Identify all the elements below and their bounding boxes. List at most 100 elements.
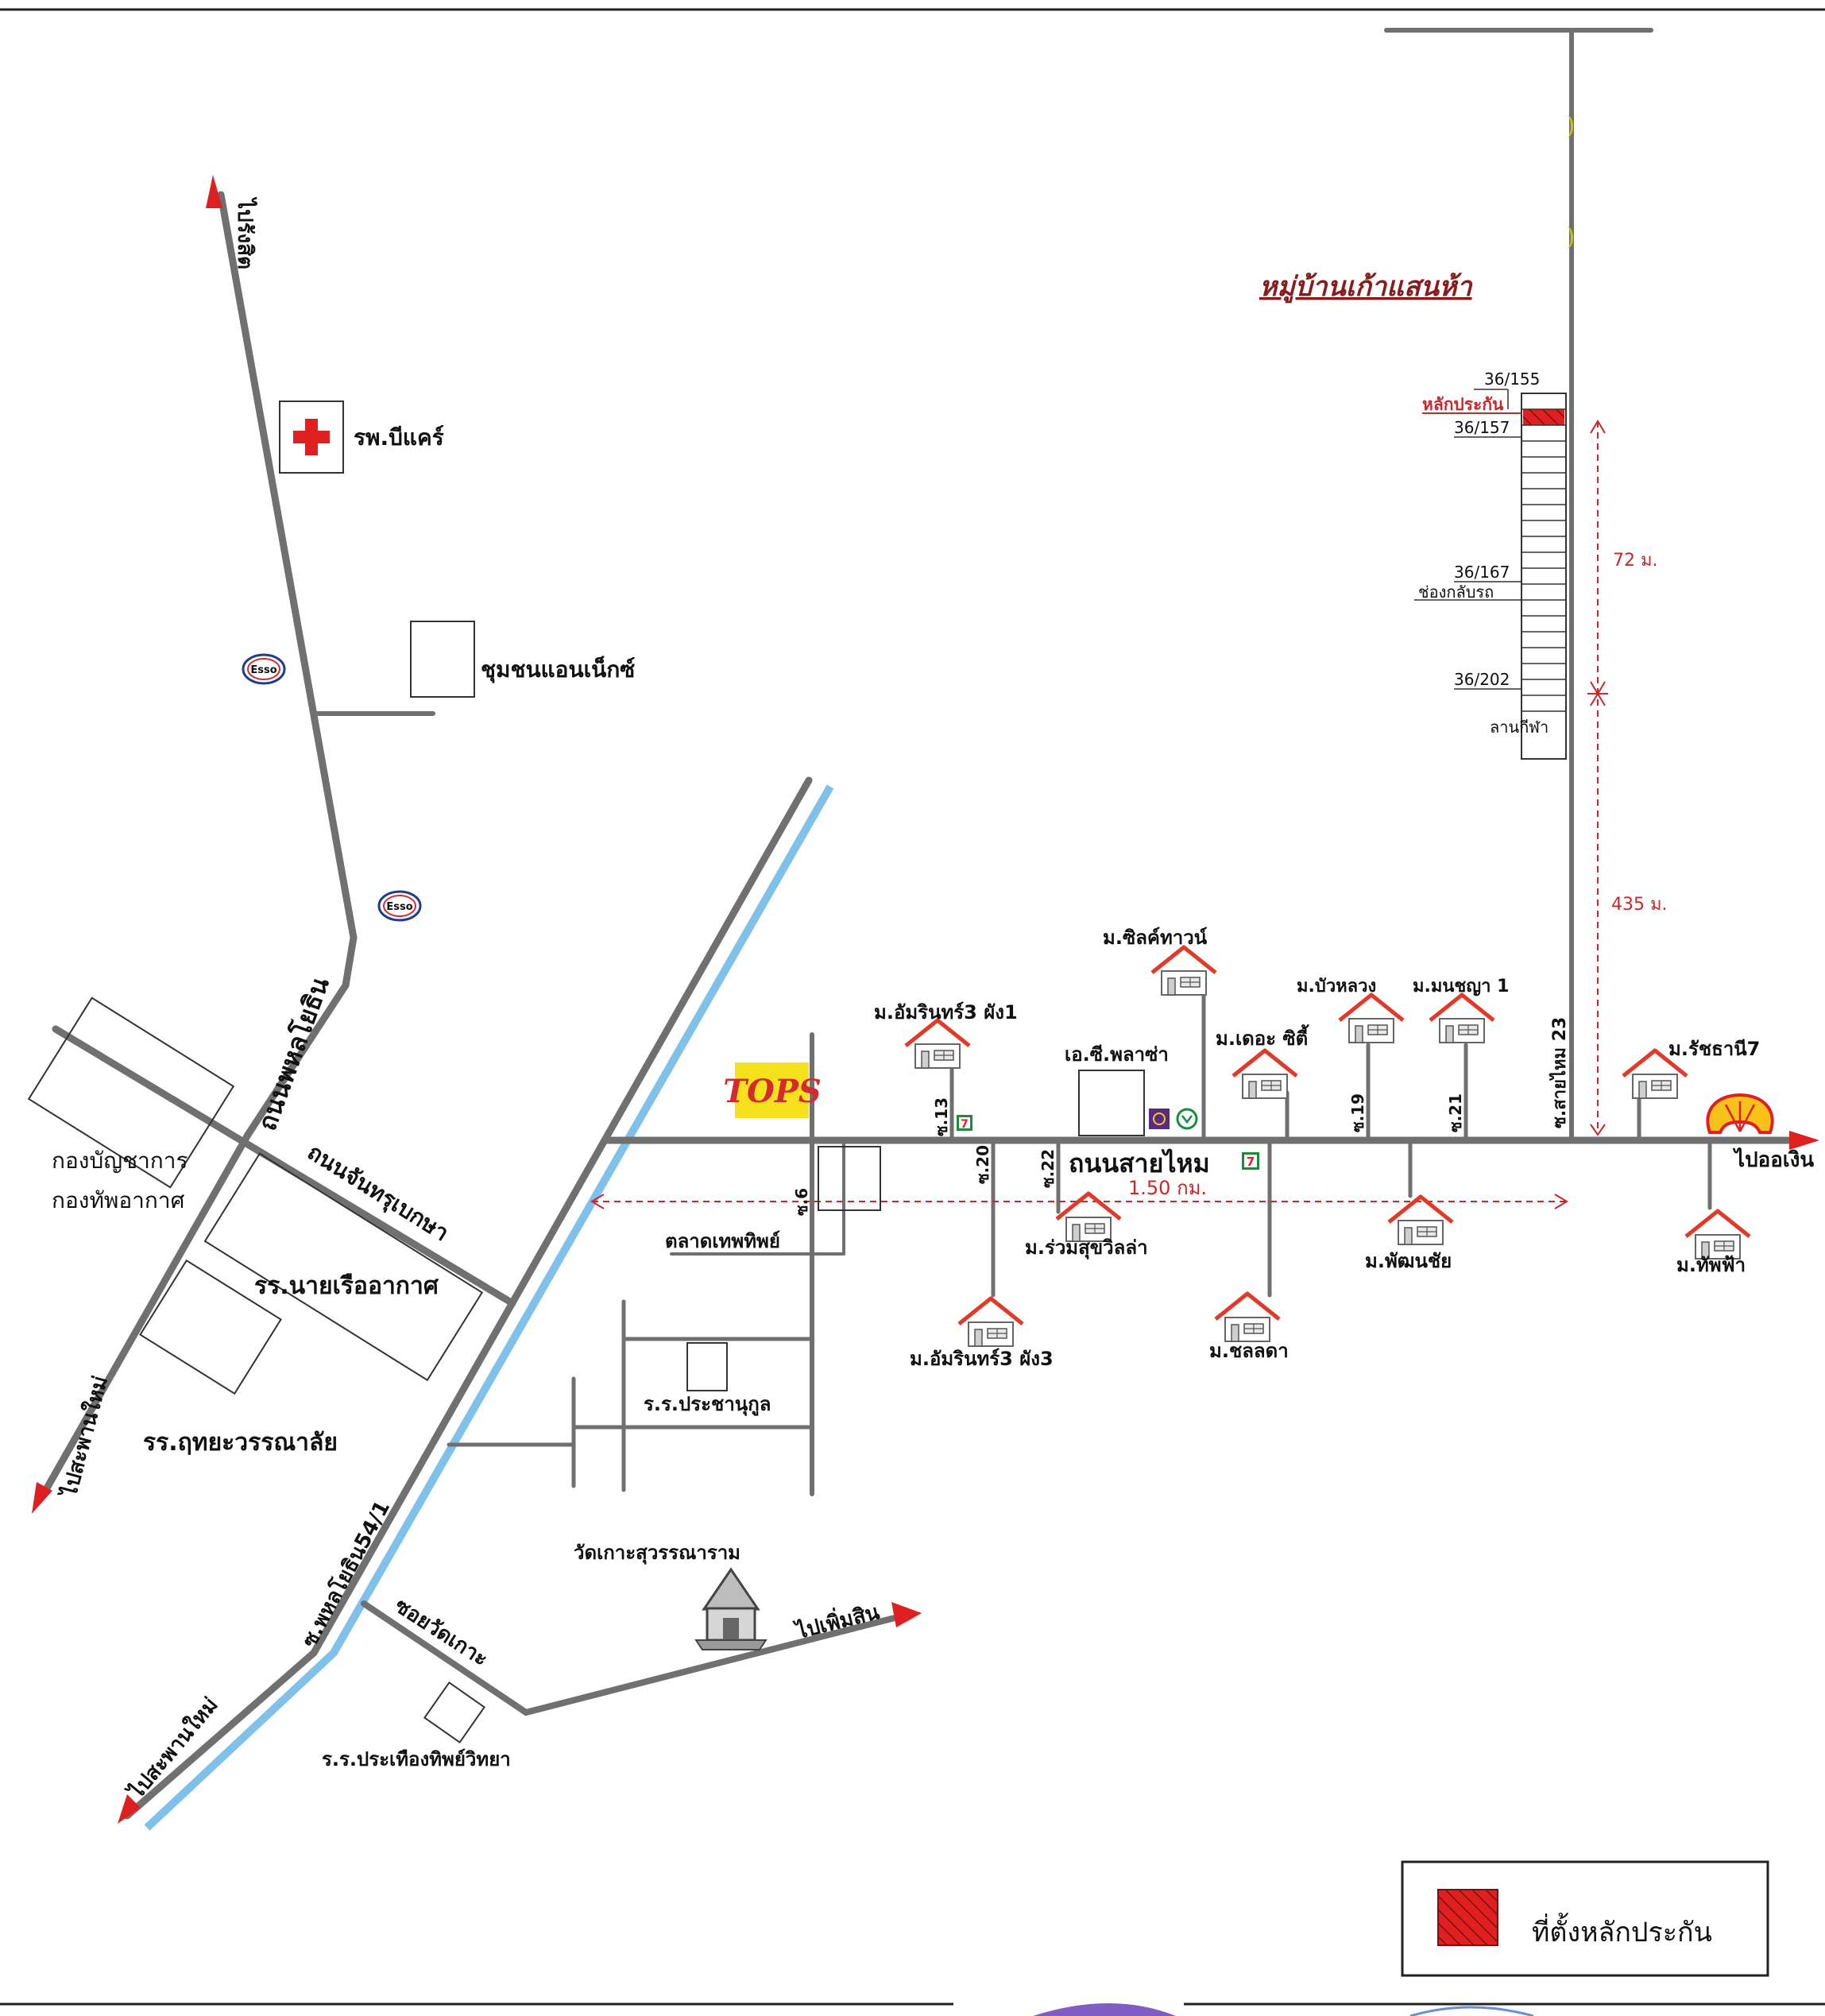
label-ac-plaza: เอ.ซี.พลาซ่า <box>1065 1043 1169 1066</box>
road-label-phahon-yothin: ถนนพหลโยธิน <box>252 973 335 1135</box>
house-amarin3-icon <box>959 1298 1023 1346</box>
canal <box>144 784 834 1831</box>
road-label-soi-19: ซ.19 <box>1348 1093 1367 1132</box>
legend: ที่ตั้งหลักประกัน <box>1401 1860 1769 1977</box>
esso-icon: Esso <box>242 653 286 685</box>
signature-fragment <box>1409 2006 1534 2016</box>
house-the-city-icon <box>1233 1051 1297 1098</box>
label-thapfa: ม.ทัพฟ้า <box>1676 1254 1746 1276</box>
label-wat-ko: วัดเกาะสุวรรณาราม <box>574 1542 740 1565</box>
direction-phoem-sin: ไปเพิ่มสิน <box>791 1596 882 1644</box>
hospital-box <box>279 400 344 474</box>
road-label-soi-23: ซ.สายไหม 23 <box>1549 1017 1570 1128</box>
esso-label: Esso <box>250 664 276 676</box>
plot-strip <box>1414 115 1573 760</box>
road-chan-thurabeksa <box>52 1025 516 1307</box>
road-network <box>37 28 1808 1820</box>
bank-icons <box>1149 1108 1198 1130</box>
house-amarin1-icon <box>906 1020 969 1068</box>
label-ruamsuk: ม.ร่วมสุขวิลล่า <box>1025 1236 1148 1260</box>
label-plot-202: 36/202 <box>1454 670 1510 689</box>
house-ruamsuk-icon <box>1057 1194 1120 1241</box>
dimensions <box>590 420 1608 1209</box>
direction-o-ngoen: ไปออเงิน <box>1732 1147 1814 1172</box>
house-thapfa-icon <box>1686 1211 1750 1259</box>
label-chonlada: ม.ชลลดา <box>1209 1340 1289 1362</box>
label-sports: ลานกีฬา <box>1490 718 1549 737</box>
direction-saphan-mai-1: ไปสะพานใหม่ <box>56 1373 113 1502</box>
road-soi-wat-ko <box>361 1600 901 1716</box>
label-bua-luang: ม.บัวหลวง <box>1297 977 1376 996</box>
pratueang-box <box>423 1681 485 1743</box>
label-air-school: รร.นายเรืออากาศ <box>254 1272 439 1300</box>
seven-label: 7 <box>961 1118 969 1131</box>
label-monchaya: ม.มนชญา 1 <box>1413 977 1509 996</box>
house-bua-luang-icon <box>1340 995 1403 1043</box>
label-prachanukul: ร.ร.ประชานุกูล <box>644 1393 771 1417</box>
road-soi-phahon-54-1 <box>123 776 813 1820</box>
legend-label: ที่ตั้งหลักประกัน <box>1532 1913 1712 1948</box>
label-distance-435: 435 ม. <box>1611 895 1667 915</box>
arrow-saphan-mai-2-icon <box>118 1794 141 1824</box>
arrow-saphan-mai-1-icon <box>32 1482 52 1514</box>
seven-eleven-icon-2: 7 <box>1242 1152 1259 1170</box>
label-u-turn: ช่องกลับรถ <box>1418 582 1494 602</box>
label-distance-72: 72 ม. <box>1613 551 1657 571</box>
label-hq-line2: กองทัพอากาศ <box>52 1187 185 1213</box>
house-monchaya-icon <box>1430 995 1494 1043</box>
seven-eleven-icon: 7 <box>957 1115 972 1131</box>
road-label-soi-22: ซ.22 <box>1038 1149 1057 1188</box>
label-b-care: รพ.บีแคร์ <box>354 424 444 451</box>
label-talad: ตลาดเทพทิพย์ <box>665 1230 780 1252</box>
arrow-o-ngoen-icon <box>1789 1131 1819 1150</box>
legend-swatch-icon <box>1437 1889 1498 1946</box>
road-label-sai-mai: ถนนสายไหม <box>1069 1148 1210 1178</box>
tops-logo-icon: TOPS <box>723 1062 822 1118</box>
road-label-soi-21: ซ.21 <box>1446 1093 1465 1132</box>
stamp-fragment <box>1033 2003 1176 2016</box>
seven-label-2: 7 <box>1247 1155 1255 1169</box>
direction-rangsit: ไปรังสิต <box>233 196 258 269</box>
label-plot-157: 36/157 <box>1454 418 1510 437</box>
scb-bank-icon <box>1149 1109 1170 1129</box>
label-plot-167: 36/167 <box>1454 563 1510 582</box>
talad-box <box>818 1146 881 1211</box>
temple-icon <box>694 1567 768 1650</box>
label-annex: ชุมชนแอนเน็กซ์ <box>481 656 635 683</box>
map-title: หมู่บ้านเก้าแสนห้า <box>1259 271 1473 304</box>
air-school-box <box>203 1152 484 1382</box>
annex-box <box>410 621 475 698</box>
label-amarin1: ม.อัมรินทร์3 ผัง1 <box>874 1001 1018 1023</box>
house-phatthana-icon <box>1389 1197 1452 1244</box>
label-collateral: หลักประกัน <box>1422 395 1504 414</box>
label-distance-150: 1.50 กม. <box>1128 1177 1207 1199</box>
ac-plaza-box <box>1078 1070 1145 1136</box>
label-pratueang: ร.ร.ประเทืองทิพย์วิทยา <box>322 1748 511 1770</box>
esso-label-2: Esso <box>386 901 412 913</box>
hospital-cross-icon <box>293 419 330 455</box>
road-label-soi-20: ซ.20 <box>973 1145 992 1184</box>
label-phatthana: ม.พัฒนชัย <box>1365 1250 1452 1272</box>
label-ruethai: รร.ฤทยะวรรณาลัย <box>143 1429 338 1457</box>
hq-box <box>27 996 235 1189</box>
label-the-city: ม.เดอะ ซิตี้ <box>1216 1023 1310 1050</box>
kbank-icon <box>1176 1108 1198 1130</box>
label-silk: ม.ซิลค์ทาวน์ <box>1103 927 1208 949</box>
house-chonlada-icon <box>1216 1294 1279 1341</box>
label-plot-155: 36/155 <box>1484 370 1540 389</box>
collateral-marker-icon <box>1523 409 1564 425</box>
road-label-soi-13: ซ.13 <box>932 1097 951 1136</box>
label-amarin3: ม.อัมรินทร์3 ผัง3 <box>910 1348 1054 1370</box>
label-ratchathani: ม.รัชธานี7 <box>1668 1038 1760 1060</box>
house-silk-icon <box>1152 947 1216 995</box>
direction-arrows <box>32 175 1819 1824</box>
road-phahon-yothin <box>37 191 358 1502</box>
tops-label: TOPS <box>723 1073 822 1110</box>
esso-icon-2: Esso <box>377 890 422 922</box>
ruethai-box <box>139 1259 282 1395</box>
shell-logo-icon <box>1706 1093 1774 1134</box>
road-label-soi-6: ซ.6 <box>792 1188 811 1216</box>
arrow-rangsit-icon <box>206 175 222 208</box>
label-hq-line1: กองบัญชาการ <box>52 1147 188 1174</box>
